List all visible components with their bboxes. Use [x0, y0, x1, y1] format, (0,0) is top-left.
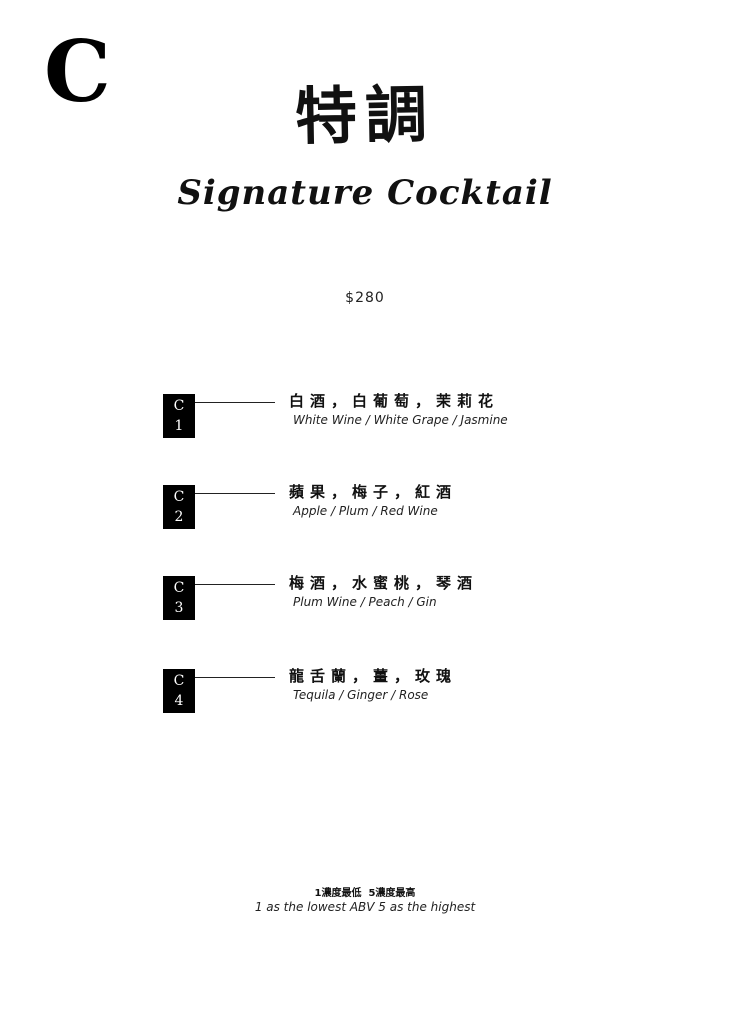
item-name-english: Apple / Plum / Red Wine	[293, 504, 438, 518]
item-name-english: Tequila / Ginger / Rose	[293, 688, 429, 702]
item-name-chinese: 梅酒，水蜜桃，琴酒	[289, 574, 479, 592]
connector-line	[195, 584, 275, 585]
item-name-chinese: 蘋果，梅子，紅酒	[289, 483, 458, 501]
item-code-badge: C 4	[163, 669, 195, 713]
connector-line	[195, 402, 275, 403]
item-name-chinese: 白酒，白葡萄，茉莉花	[289, 392, 500, 410]
abv-note-chinese: 1濃度最低 5濃度最高	[314, 888, 416, 899]
badge-number: 2	[174, 509, 184, 525]
badge-number: 3	[174, 600, 184, 616]
section-letter: C	[44, 22, 111, 121]
item-name-english: White Wine / White Grape / Jasmine	[293, 413, 508, 427]
badge-letter: C	[173, 580, 185, 596]
badge-number: 4	[174, 693, 184, 709]
item-code-badge: C 1	[163, 394, 195, 438]
cocktail-item-c4: C 4 龍舌蘭，薑，玫瑰 Tequila / Ginger / Rose	[163, 667, 583, 719]
connector-line	[195, 493, 275, 494]
cocktail-item-c2: C 2 蘋果，梅子，紅酒 Apple / Plum / Red Wine	[163, 483, 583, 535]
badge-letter: C	[173, 398, 185, 414]
menu-title-chinese: 特調	[294, 77, 436, 154]
badge-letter: C	[173, 489, 185, 505]
price-label: $280	[345, 290, 385, 306]
item-code-badge: C 3	[163, 576, 195, 620]
menu-title-english: Signature Cocktail	[177, 173, 553, 213]
abv-note-english: 1 as the lowest ABV 5 as the highest	[254, 900, 476, 914]
item-code-badge: C 2	[163, 485, 195, 529]
badge-letter: C	[173, 673, 185, 689]
badge-number: 1	[174, 418, 184, 434]
cocktail-item-c1: C 1 白酒，白葡萄，茉莉花 White Wine / White Grape …	[163, 392, 583, 444]
item-name-english: Plum Wine / Peach / Gin	[293, 595, 437, 609]
cocktail-item-c3: C 3 梅酒，水蜜桃，琴酒 Plum Wine / Peach / Gin	[163, 574, 583, 626]
connector-line	[195, 677, 275, 678]
item-name-chinese: 龍舌蘭，薑，玫瑰	[289, 667, 458, 685]
